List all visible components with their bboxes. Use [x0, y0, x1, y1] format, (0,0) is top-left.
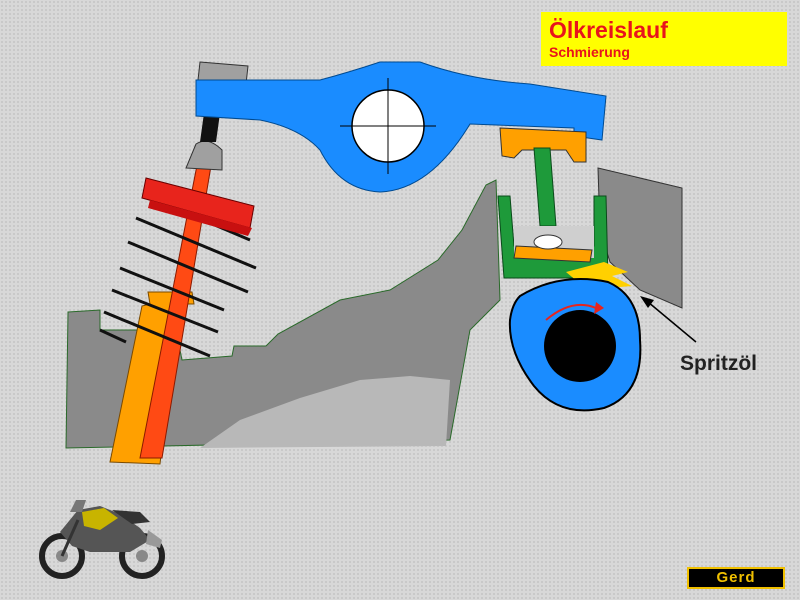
- tappet-seat: [513, 245, 593, 263]
- pushrod-ball: [533, 234, 563, 250]
- motorcycle-icon: [39, 500, 165, 579]
- diagram-subtitle: Schmierung: [549, 44, 630, 60]
- spring-retainer-lower: [148, 200, 252, 236]
- rotation-direction-arrow: [545, 304, 597, 321]
- pushrod-cup: [499, 127, 587, 163]
- pushrod: [533, 147, 557, 227]
- rocker-shaft-crosshair: [340, 78, 436, 174]
- cylinder-head-lower: [200, 376, 450, 448]
- diagram-title: Ölkreislauf: [549, 17, 668, 43]
- camshaft: [544, 310, 616, 382]
- gerd-logo-text: Gerd: [716, 569, 756, 586]
- spray-arrow-line: [647, 301, 697, 343]
- spray-arrowhead: [640, 296, 654, 308]
- title-box: Ölkreislauf Schmierung: [541, 12, 787, 66]
- spray-oil-label: Spritzöl: [680, 352, 757, 375]
- gerd-logo: Gerd: [687, 567, 785, 589]
- adjuster-nut: [185, 140, 223, 171]
- rotation-arrowhead: [594, 302, 604, 314]
